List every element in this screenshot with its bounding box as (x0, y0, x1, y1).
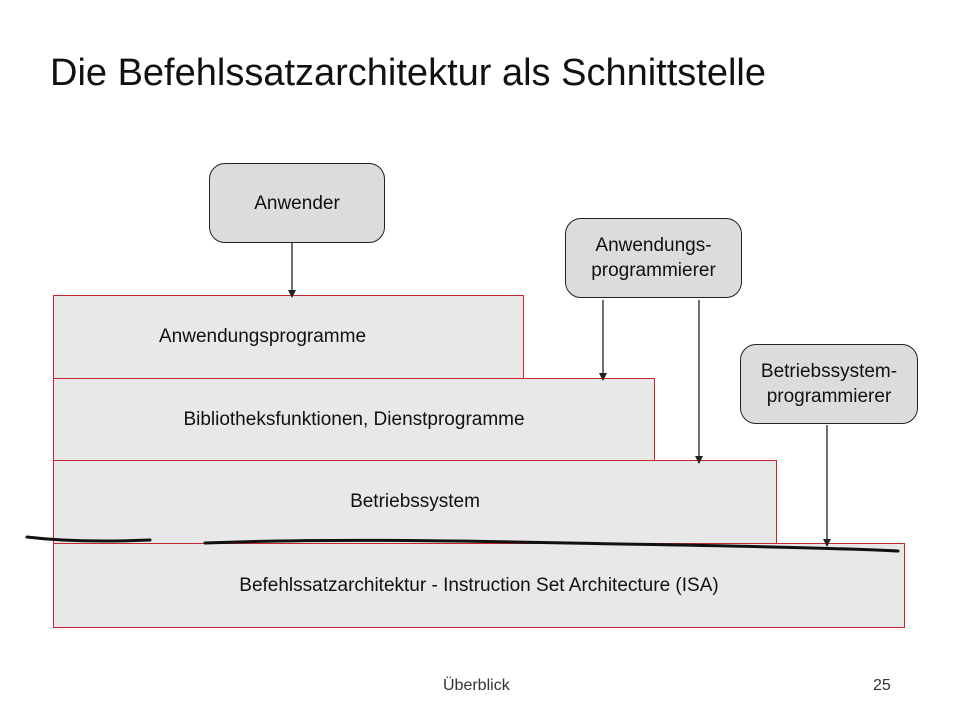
actor-label: Anwender (254, 192, 340, 214)
layer-bibliotheksfunktionen: Bibliotheksfunktionen, Dienstprogramme (53, 378, 655, 462)
layer-anwendungsprogramme: Anwendungsprogramme (53, 295, 524, 379)
page-title: Die Befehlssatzarchitektur als Schnittst… (50, 52, 766, 94)
actor-anwender: Anwender (209, 163, 385, 243)
layer-label: Anwendungsprogramme (159, 326, 367, 347)
layer-label: Befehlssatzarchitektur - Instruction Set… (239, 574, 719, 596)
layer-label: Betriebssystem (350, 491, 480, 512)
actor-label: Betriebssystem- programmierer (760, 361, 898, 407)
footer-section: Überblick (443, 677, 510, 694)
layer-label: Bibliotheksfunktionen, Dienstprogramme (183, 409, 525, 430)
layer-isa: Befehlssatzarchitektur - Instruction Set… (53, 543, 905, 628)
actor-betriebssystemprogrammierer: Betriebssystem- programmierer (740, 344, 918, 424)
page-number: 25 (873, 677, 891, 694)
actor-label: Anwendungs- programmierer (591, 235, 716, 281)
layer-betriebssystem: Betriebssystem (53, 460, 777, 544)
actor-anwendungsprogrammierer: Anwendungs- programmierer (565, 218, 742, 298)
